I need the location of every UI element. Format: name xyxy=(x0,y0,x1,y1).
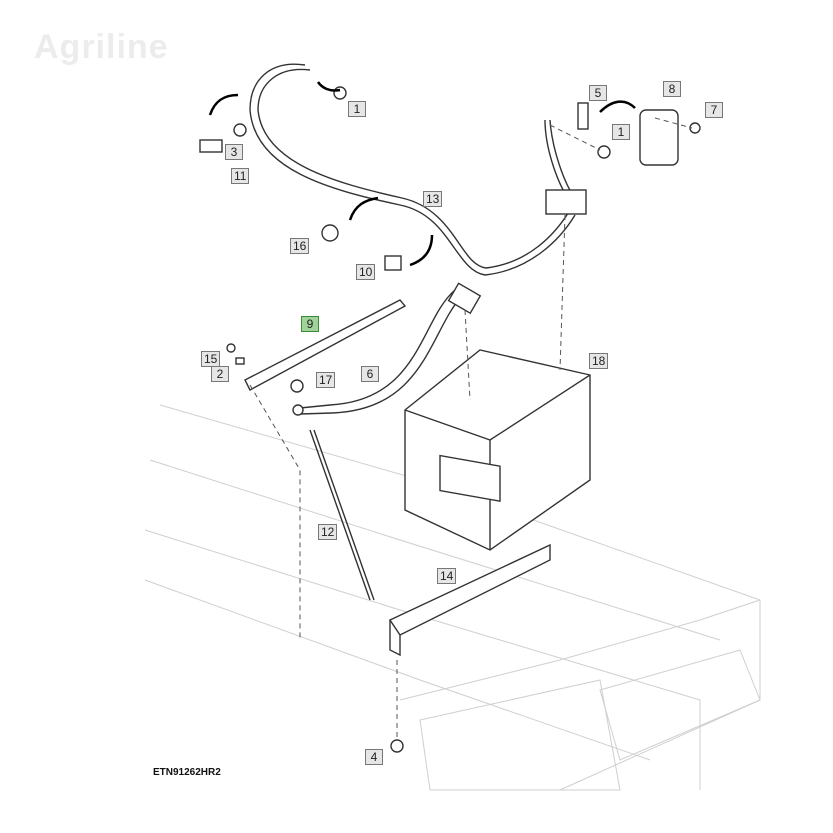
callout-1-nut-2[interactable]: 1 xyxy=(612,124,630,140)
watermark-logo: Agriline xyxy=(34,28,169,66)
callout-8-relay[interactable]: 8 xyxy=(663,81,681,97)
callout-5-bracket[interactable]: 5 xyxy=(589,85,607,101)
callout-14-bracket[interactable]: 14 xyxy=(437,568,457,584)
bracket-5 xyxy=(577,102,589,130)
callout-15-nut[interactable]: 15 xyxy=(201,351,221,367)
figure-id: ETN91262HR2 xyxy=(153,767,221,778)
callout-2-washer[interactable]: 2 xyxy=(211,366,229,382)
callout-4-bolt[interactable]: 4 xyxy=(365,749,383,765)
relay-8 xyxy=(639,109,679,166)
callout-13-cable[interactable]: 13 xyxy=(423,191,443,207)
callout-6-cable[interactable]: 6 xyxy=(361,366,379,382)
cable-6 xyxy=(299,289,456,409)
bracket-14 xyxy=(388,543,551,636)
callout-3-bolt[interactable]: 3 xyxy=(225,144,243,160)
callout-1-nut[interactable]: 1 xyxy=(348,101,366,117)
callout-9-strap-highlighted[interactable]: 9 xyxy=(301,316,319,332)
fuse-box xyxy=(545,189,587,215)
callout-18-battery[interactable]: 18 xyxy=(589,353,609,369)
callout-16-clip[interactable]: 16 xyxy=(290,238,310,254)
callout-10-grommet[interactable]: 10 xyxy=(356,264,376,280)
rod-12 xyxy=(309,429,371,601)
callout-12-rod[interactable]: 12 xyxy=(318,524,338,540)
callout-7-screw[interactable]: 7 xyxy=(705,102,723,118)
battery-18 xyxy=(404,349,591,551)
strap-9 xyxy=(244,299,407,391)
cable-13 xyxy=(249,63,576,276)
callout-11-clamp[interactable]: 11 xyxy=(231,168,250,184)
callout-17-bolt[interactable]: 17 xyxy=(316,372,336,388)
